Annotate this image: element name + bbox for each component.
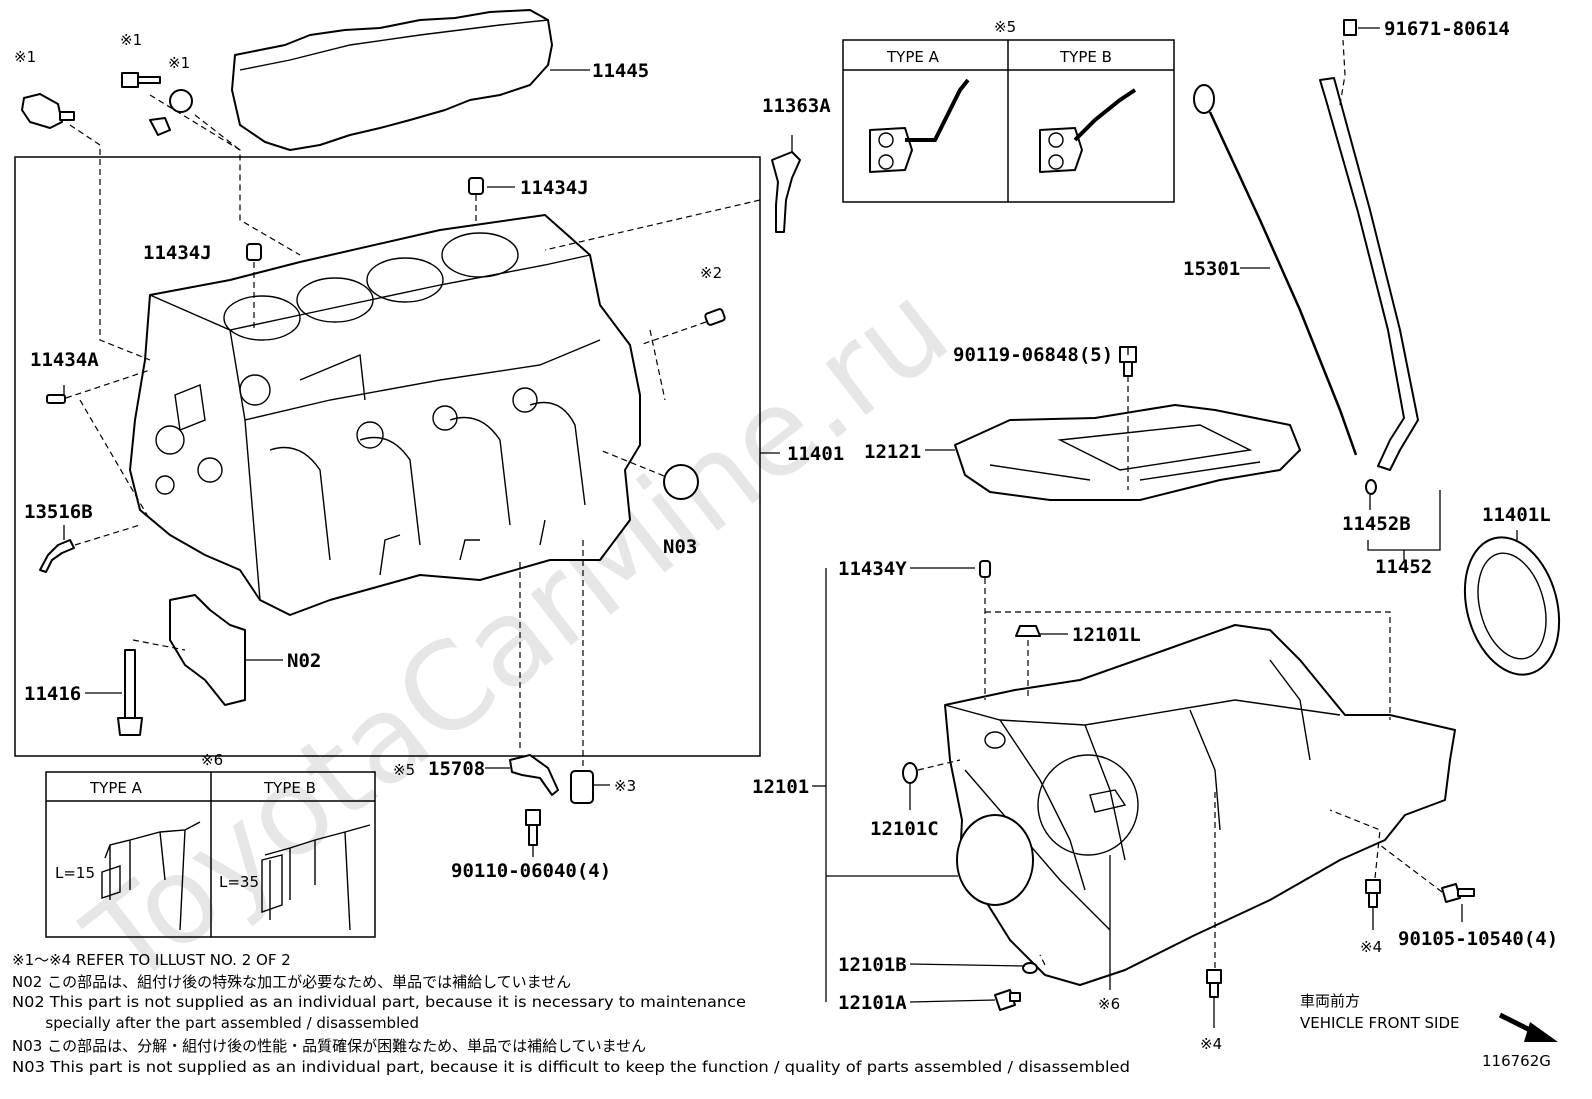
type-box-5-title: ※5 [994,18,1016,36]
label-15708[interactable]: 15708 [428,758,485,780]
type-box-5-type-a: TYPE A [886,48,940,66]
label-11401[interactable]: 11401 [787,443,844,465]
mark-3: ※3 [614,777,636,795]
label-n02[interactable]: N02 [287,650,321,672]
label-15301[interactable]: 15301 [1183,258,1240,280]
bolt-mark4-bottom[interactable] [1206,969,1222,998]
note-line-1: ※1～※4 REFER TO ILLUST NO. 2 OF 2 [12,951,291,969]
label-n03[interactable]: N03 [663,536,697,558]
mark-6: ※6 [1098,995,1120,1013]
type-box-5-type-b: TYPE B [1059,48,1112,66]
label-11416[interactable]: 11416 [24,683,81,705]
label-90105[interactable]: 90105-10540(4) [1398,928,1558,950]
type-box-6-length-a: L=15 [55,864,95,882]
sensor-mark1-drawing[interactable] [21,93,75,129]
type-box-5 [842,39,1175,203]
front-label-en: VEHICLE FRONT SIDE [1300,1014,1460,1032]
reference-marks: ※1 ※1 ※1 ※2 ※3 ※4 ※4 ※5 ※6 ※5 [14,18,1382,1053]
mark-4b: ※4 [1200,1035,1222,1053]
bolt-90110-drawing[interactable] [525,809,541,846]
note-line-3: N02 This part is not supplied as an indi… [12,993,746,1011]
plug-n03[interactable] [663,464,699,500]
gasket-12101c[interactable] [902,762,918,784]
label-12101b[interactable]: 12101B [838,954,907,976]
sleeve-mark3[interactable] [570,770,594,804]
clamp-mark1-drawing[interactable] [149,89,193,136]
label-90110[interactable]: 90110-06040(4) [451,860,611,882]
bolt-11416-drawing[interactable] [117,649,143,736]
note-line-2: N02 この部品は、組付け後の特殊な加工が必要なため、単品では補給していません [12,973,571,991]
baffle-plate-12121[interactable] [954,404,1301,501]
label-12101l[interactable]: 12101L [1072,624,1141,646]
note-line-4: specially after the part assembled / dis… [12,1014,419,1032]
note-line-5: N03 この部品は、分解・組付け後の性能・品質確保が困難なため、単品では補給して… [12,1037,646,1055]
type-box-6-type-b: TYPE B [263,779,316,797]
type-box-6-type-a: TYPE A [89,779,143,797]
label-91671[interactable]: 91671-80614 [1384,18,1510,40]
label-90119[interactable]: 90119-06848(5) [953,344,1113,366]
label-11452b[interactable]: 11452B [1342,513,1411,535]
dipstick-15301-drawing[interactable] [1193,84,1358,456]
front-label-jp: 車両前方 [1300,992,1360,1010]
bolt-mark1-drawing[interactable] [121,72,161,88]
leader-lines [63,27,1518,1028]
note-line-6: N03 This part is not supplied as an indi… [12,1058,1130,1076]
part-labels: 11445 11363A 11434J 11434J 11434A 13516B… [24,18,1558,1014]
bearing-cap-n02[interactable] [169,594,246,706]
pipe-13516b[interactable] [39,539,75,573]
pin-11434a[interactable] [46,394,66,404]
label-12101c[interactable]: 12101C [870,818,939,840]
oil-seal-11401l[interactable] [1450,527,1573,686]
assembly-dashed-lines [65,39,1443,968]
dowel-11434y[interactable] [979,560,991,578]
oil-jet-15708[interactable] [509,754,559,796]
label-11363a[interactable]: 11363A [762,95,831,117]
mark-2: ※2 [700,264,722,282]
label-11434j-top[interactable]: 11434J [520,177,589,199]
label-12101a[interactable]: 12101A [838,992,907,1014]
bolt-mark4-right[interactable] [1365,879,1381,908]
mark-1b: ※1 [120,31,142,49]
mark-5: ※5 [393,761,415,779]
plug-12101a[interactable] [994,989,1021,1011]
mark-4a: ※4 [1360,938,1382,956]
label-11434a[interactable]: 11434A [30,349,99,371]
type-box-6: ※6 TYPE A TYPE B L=15 L=35 [45,751,376,938]
type-box-6-title: ※6 [201,751,223,769]
label-11401l[interactable]: 11401L [1482,504,1551,526]
type-box-6-length-b: L=35 [219,873,259,891]
front-arrow-icon [1498,1012,1558,1042]
dowel-11434j-top[interactable] [468,177,484,195]
label-13516b[interactable]: 13516B [24,501,93,523]
label-11434j-left[interactable]: 11434J [143,242,212,264]
illustration-number: 116762G [1482,1052,1551,1070]
cover-11445[interactable] [231,9,553,151]
nut-12101l[interactable] [1015,625,1041,637]
dowel-11434j-left[interactable] [246,243,262,261]
cylinder-block-frame [14,156,761,757]
label-12121[interactable]: 12121 [864,441,921,463]
o-ring-11452b[interactable] [1365,479,1377,495]
bolt-90105-drawing[interactable] [1441,883,1475,903]
mark-1a: ※1 [14,48,36,66]
oil-pan-12101-drawing[interactable] [944,624,1456,986]
bracket-11363a[interactable] [771,151,801,233]
label-11445[interactable]: 11445 [592,60,649,82]
label-11434y[interactable]: 11434Y [838,558,907,580]
pin-mark2[interactable] [704,308,726,326]
footnotes: ※1～※4 REFER TO ILLUST NO. 2 OF 2 N02 この部… [12,951,1130,1076]
mark-1c: ※1 [168,54,190,72]
label-11452[interactable]: 11452 [1375,556,1432,578]
cylinder-block-drawing[interactable] [129,214,641,616]
guide-11452-drawing[interactable] [1319,19,1419,471]
label-12101[interactable]: 12101 [752,776,809,798]
gasket-12101b[interactable] [1022,962,1038,974]
